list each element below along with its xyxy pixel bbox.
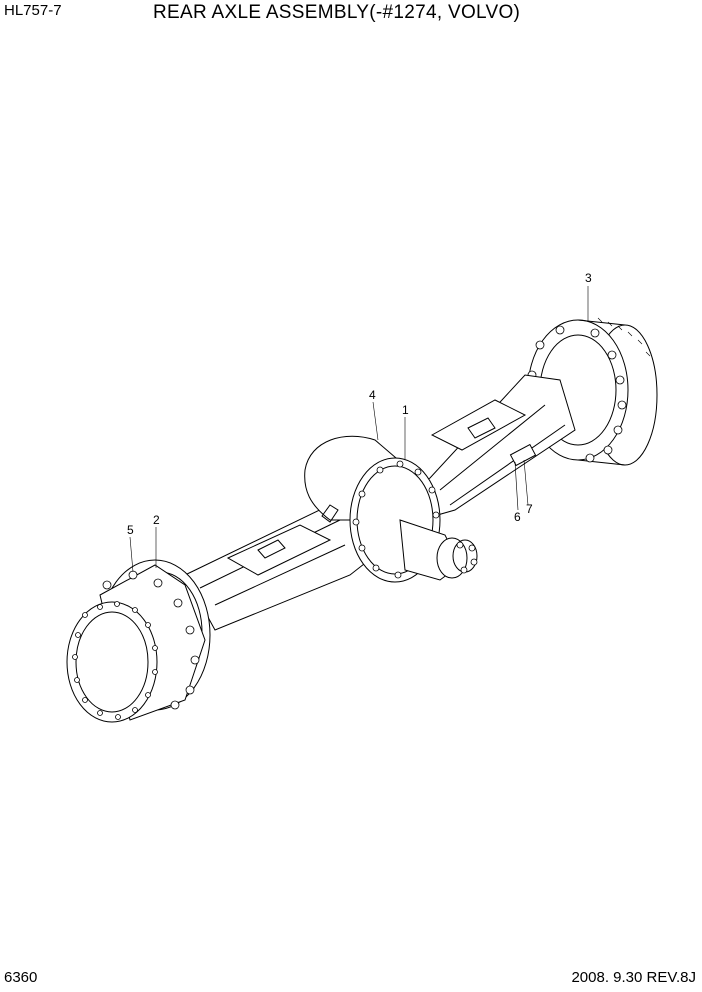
differential-housing (304, 435, 478, 583)
model-code: HL757-7 (4, 2, 62, 19)
left-wheel-hub (66, 559, 211, 723)
callout-6: 6 (514, 510, 521, 524)
right-wheel-hub (527, 317, 658, 466)
page-number: 6360 (4, 969, 38, 986)
callout-4: 4 (369, 388, 376, 402)
callout-2: 2 (153, 513, 160, 527)
axle-housing-beam (184, 374, 576, 631)
page-title: REAR AXLE ASSEMBLY(-#1274, VOLVO) (153, 2, 521, 23)
callout-7: 7 (526, 502, 533, 516)
revision-date: 2008. 9.30 REV.8J (571, 969, 696, 986)
callout-5: 5 (127, 523, 134, 537)
callout-3: 3 (585, 271, 592, 285)
callout-1: 1 (402, 403, 409, 417)
leader-lines (129, 286, 589, 573)
